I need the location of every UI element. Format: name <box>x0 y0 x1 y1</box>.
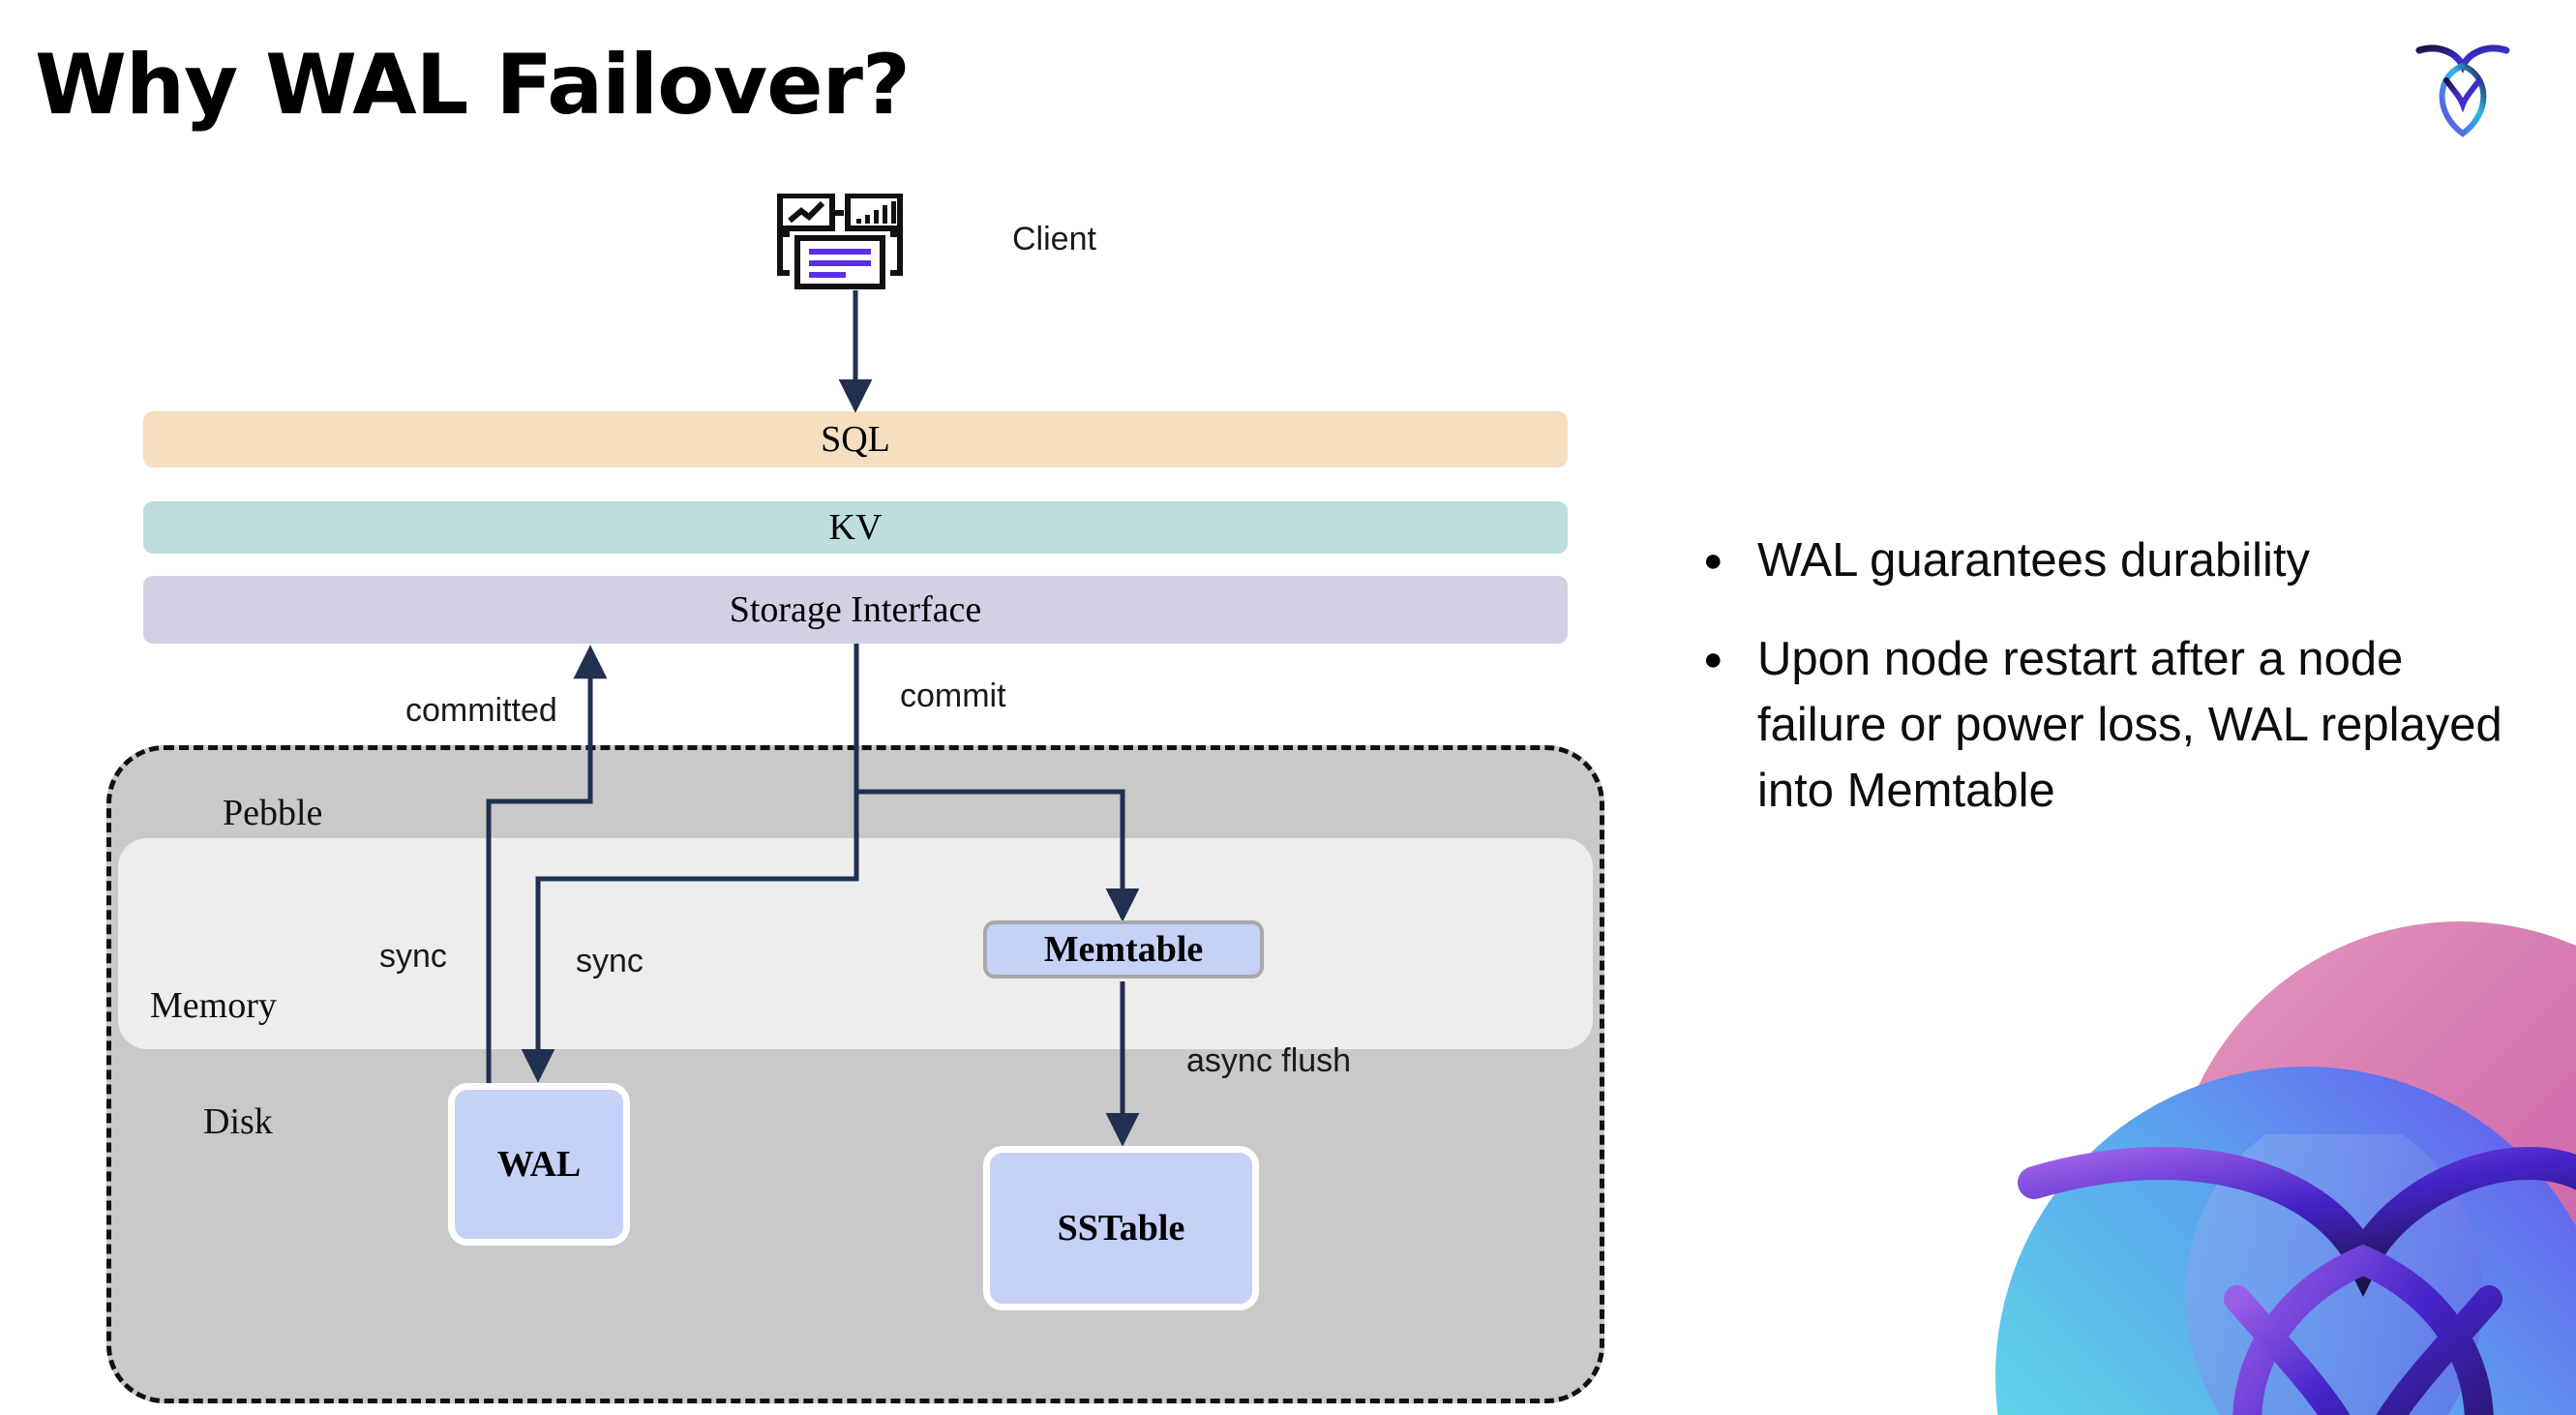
edge-label-sync-right: sync <box>576 943 644 979</box>
bullet-marker-icon: ● <box>1703 542 1723 579</box>
node-sstable: SSTable <box>983 1146 1259 1310</box>
edge-label-async-flush: async flush <box>1186 1042 1352 1079</box>
page-title: Why WAL Failover? <box>35 37 911 134</box>
node-wal-label: WAL <box>496 1144 582 1185</box>
edge-label-sync-left: sync <box>379 938 447 975</box>
node-memtable: Memtable <box>983 920 1264 978</box>
memory-region <box>118 838 1593 1049</box>
pebble-label: Pebble <box>223 793 323 833</box>
edge-label-commit: commit <box>900 677 1006 714</box>
memory-label: Memory <box>150 985 277 1026</box>
bullet-list: ● WAL guarantees durability ● Upon node … <box>1703 527 2535 857</box>
layer-bar-storage-interface-label: Storage Interface <box>729 589 982 630</box>
layer-bar-kv-label: KV <box>828 507 883 548</box>
layer-bar-sql: SQL <box>143 411 1568 467</box>
layer-bar-storage-interface: Storage Interface <box>143 576 1568 644</box>
edge-label-committed: committed <box>405 692 557 729</box>
node-sstable-label: SSTable <box>1057 1208 1185 1249</box>
list-item: ● WAL guarantees durability <box>1703 527 2535 593</box>
cockroach-gradient-spheres-icon <box>1918 892 2576 1415</box>
client-label: Client <box>1012 221 1096 257</box>
layer-bar-sql-label: SQL <box>821 419 890 460</box>
bullet-text: Upon node restart after a node failure o… <box>1757 633 2502 817</box>
bullet-marker-icon: ● <box>1703 641 1723 677</box>
bullet-text: WAL guarantees durability <box>1757 534 2311 587</box>
node-memtable-label: Memtable <box>1043 929 1204 970</box>
client-dashboard-icon <box>774 193 929 290</box>
node-wal: WAL <box>448 1083 630 1246</box>
disk-label: Disk <box>203 1101 273 1142</box>
layer-bar-kv: KV <box>143 501 1568 554</box>
cockroach-logo-icon <box>2410 37 2516 148</box>
list-item: ● Upon node restart after a node failure… <box>1703 626 2535 824</box>
